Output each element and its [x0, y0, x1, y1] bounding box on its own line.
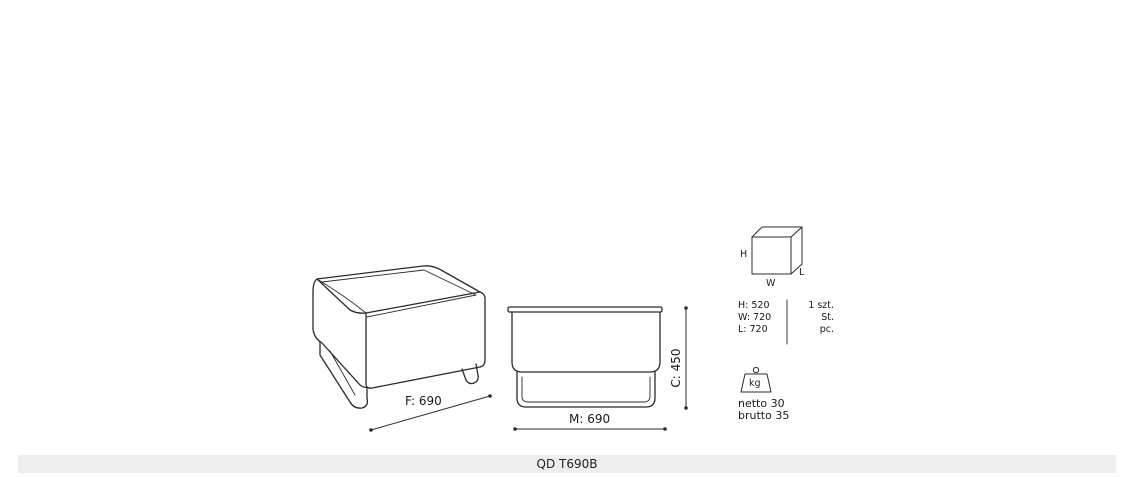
weight-netto: netto 30	[738, 398, 785, 410]
package-box-icon	[751, 226, 803, 275]
weight-icon	[740, 366, 772, 393]
box-axis-w: W	[766, 278, 776, 289]
table-front-view	[507, 306, 663, 408]
brutto-label: brutto	[738, 409, 772, 422]
quantity-en: pc.	[819, 324, 834, 335]
package-dimensions: H: 520 W: 720 L: 720	[738, 300, 771, 336]
package-quantity: 1 szt. St. pc.	[794, 300, 834, 336]
depth-dimension-line	[369, 394, 492, 432]
product-code-bar: QD T690B	[18, 455, 1116, 473]
height-dimension-line	[684, 306, 688, 410]
brutto-value: 35	[775, 409, 790, 422]
weight-icon-label: kg	[749, 378, 761, 389]
table-perspective-view	[312, 265, 486, 409]
depth-label: F: 690	[405, 394, 442, 408]
netto-value: 30	[770, 397, 785, 410]
height-label: C: 450	[669, 348, 683, 388]
width-label: M: 690	[569, 412, 611, 426]
package-height: H: 520	[738, 300, 770, 311]
quantity-de: St.	[821, 312, 834, 323]
product-code: QD T690B	[536, 457, 598, 471]
width-dimension-line	[513, 427, 667, 431]
box-axis-h: H	[740, 249, 748, 260]
package-width: W: 720	[738, 312, 772, 323]
quantity-pl: 1 szt.	[808, 300, 834, 311]
package-length: L: 720	[738, 324, 768, 335]
weight-brutto: brutto 35	[738, 410, 789, 422]
box-axis-l: L	[799, 267, 805, 278]
netto-label: netto	[738, 397, 768, 410]
